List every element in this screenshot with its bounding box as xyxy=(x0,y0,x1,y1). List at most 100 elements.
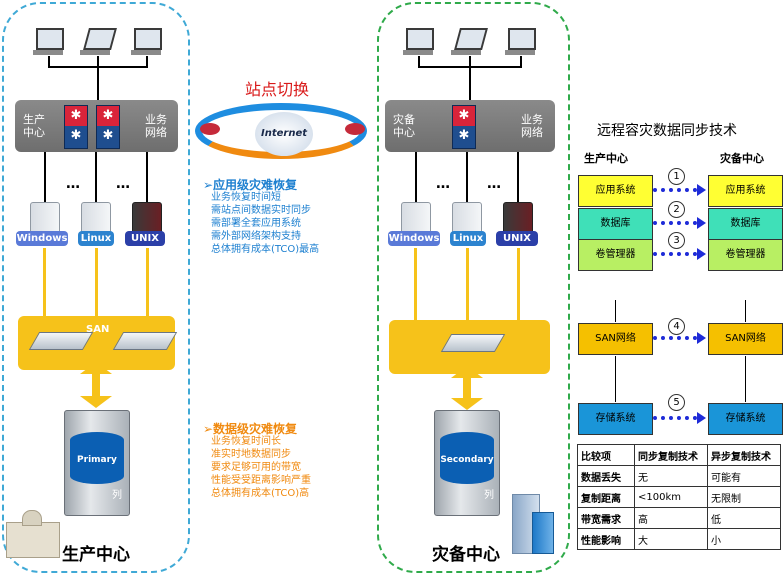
production-site-boundary xyxy=(2,2,190,573)
layer-connector xyxy=(745,300,746,322)
layer-db-dr: 数据库 xyxy=(708,208,783,240)
server-label-windows: Windows xyxy=(388,231,440,246)
laptop-base xyxy=(451,50,481,55)
internet-cloud-icon xyxy=(255,112,313,156)
san-switch-icon xyxy=(28,332,94,350)
panel-title: 远程容灾数据同步技术 xyxy=(597,123,737,139)
storage-link xyxy=(463,374,471,400)
desktop-pc-icon xyxy=(508,28,536,50)
layer-connector xyxy=(615,300,616,322)
storage-column-char: 列 xyxy=(484,490,494,501)
table-row: 数据丢失 无 可能有 xyxy=(577,465,781,487)
laptop-icon xyxy=(83,28,117,50)
table-cell: 无 xyxy=(634,465,708,487)
data-recovery-title: ➢数据级灾难恢复 xyxy=(203,422,298,436)
step-number-1: 1 xyxy=(668,168,685,185)
site-switchover-label: 站点切换 xyxy=(245,80,310,99)
app-recovery-line: 业务恢复时间短 xyxy=(211,192,281,203)
san-label: SAN xyxy=(86,324,110,335)
client-uplink xyxy=(97,66,99,100)
fc-link xyxy=(43,248,46,316)
server-label-windows: Windows xyxy=(16,231,68,246)
table-cell: <100km xyxy=(634,486,708,508)
data-recovery-line: 准实时地数据同步 xyxy=(211,449,291,460)
production-site-caption: 生产中心 xyxy=(62,545,130,565)
server-wire xyxy=(415,152,417,202)
client-wire xyxy=(146,56,148,66)
server-label-linux: Linux xyxy=(450,231,486,246)
app-recovery-line: 总体拥有成本(TCO)最高 xyxy=(211,244,320,255)
layer-storage-dr: 存储系统 xyxy=(708,403,783,435)
table-row: 复制距离 <100km 无限制 xyxy=(577,486,781,508)
layer-volume-dr: 卷管理器 xyxy=(708,239,783,271)
san-switch-icon xyxy=(112,332,178,350)
layer-volume-production: 卷管理器 xyxy=(578,239,653,271)
layer-storage-production: 存储系统 xyxy=(578,403,653,435)
primary-volume-label: Primary xyxy=(77,455,117,465)
arrow-down-icon xyxy=(451,398,483,410)
replication-arrow xyxy=(653,188,697,196)
desktop-pc-base xyxy=(33,50,63,55)
primary-volume-icon xyxy=(70,432,124,484)
table-cell: 小 xyxy=(707,528,781,550)
more-servers-ellipsis: … xyxy=(116,176,130,192)
layer-app-dr: 应用系统 xyxy=(708,175,783,207)
arrow-head-icon xyxy=(697,412,706,424)
client-wire xyxy=(48,56,50,66)
table-header: 比较项 xyxy=(577,444,635,466)
layer-san-dr: SAN网络 xyxy=(708,323,783,355)
desktop-pc-base xyxy=(403,50,433,55)
server-wire xyxy=(466,152,468,202)
table-cell: 数据丢失 xyxy=(577,465,635,487)
table-cell: 可能有 xyxy=(707,465,781,487)
step-number-3: 3 xyxy=(668,232,685,249)
building-dome-icon xyxy=(22,510,42,526)
step-number-4: 4 xyxy=(668,318,685,335)
more-servers-ellipsis: … xyxy=(436,176,450,192)
more-servers-ellipsis: … xyxy=(487,176,501,192)
dr-site-boundary xyxy=(377,2,570,573)
laptop-base xyxy=(80,50,110,55)
server-wire xyxy=(44,152,46,202)
step-number-2: 2 xyxy=(668,201,685,218)
step-number-5: 5 xyxy=(668,394,685,411)
desktop-pc-icon xyxy=(36,28,64,50)
data-recovery-line: 总体拥有成本(TCO)高 xyxy=(211,488,310,499)
desktop-pc-base xyxy=(131,50,161,55)
core-label-production: 生产 中心 xyxy=(23,113,45,139)
server-wire xyxy=(146,152,148,202)
col-label-production: 生产中心 xyxy=(584,152,628,165)
government-building-icon xyxy=(6,522,60,558)
client-wire xyxy=(520,56,522,66)
office-building-icon xyxy=(532,512,554,554)
replication-arrow xyxy=(653,221,697,229)
layer-connector xyxy=(615,356,616,402)
arrow-up-icon xyxy=(451,366,483,378)
server-wire xyxy=(517,152,519,202)
arrow-up-icon xyxy=(80,362,112,374)
dr-site-caption: 灾备中心 xyxy=(432,545,500,565)
server-label-unix: UNIX xyxy=(125,231,165,246)
core-label-dr: 灾备 中心 xyxy=(393,113,415,139)
table-cell: 带宽需求 xyxy=(577,507,635,529)
replication-arrow xyxy=(653,416,697,424)
secondary-volume-icon xyxy=(440,432,494,484)
laptop-icon xyxy=(454,28,488,50)
table-row: 性能影响 大 小 xyxy=(577,528,781,550)
router-icon xyxy=(345,123,365,135)
layer-db-production: 数据库 xyxy=(578,208,653,240)
replication-arrow xyxy=(653,336,697,344)
table-cell: 性能影响 xyxy=(577,528,635,550)
table-cell: 无限制 xyxy=(707,486,781,508)
core-label-business: 业务 网络 xyxy=(521,113,543,139)
router-icon xyxy=(200,123,220,135)
client-uplink xyxy=(469,66,471,100)
arrow-head-icon xyxy=(697,248,706,260)
arrow-head-icon xyxy=(697,217,706,229)
server-label-unix: UNIX xyxy=(496,231,538,246)
storage-link xyxy=(92,370,100,398)
table-row: 带宽需求 高 低 xyxy=(577,507,781,529)
core-label-business: 业务 网络 xyxy=(145,113,167,139)
layer-san-production: SAN网络 xyxy=(578,323,653,355)
more-servers-ellipsis: … xyxy=(66,176,80,192)
